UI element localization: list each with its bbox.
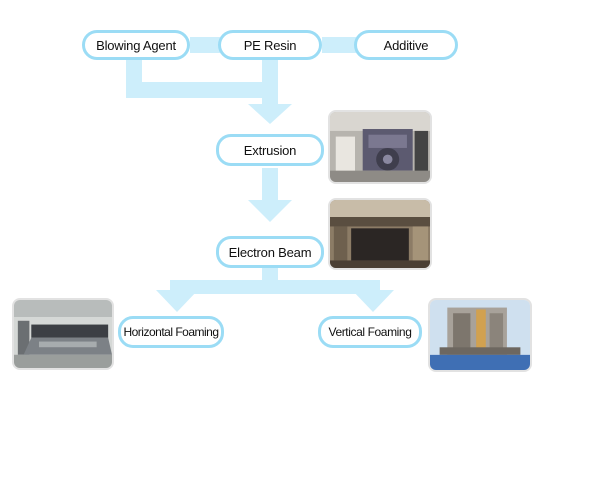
vertical-foaming-tower-photo xyxy=(428,298,532,372)
node-pe-resin: PE Resin xyxy=(218,30,322,60)
node-electron-beam: Electron Beam xyxy=(216,236,324,268)
arrow-to-ebeam-head xyxy=(248,200,292,222)
arrow-to-extrusion-head xyxy=(248,104,292,124)
electron-beam-machine-photo xyxy=(328,198,432,270)
split-right-shaft xyxy=(366,280,380,290)
split-left-shaft xyxy=(170,280,184,290)
node-extrusion: Extrusion xyxy=(216,134,324,166)
resin-down-bar xyxy=(262,60,278,98)
link-blowing-to-resin xyxy=(190,37,220,53)
node-additive: Additive xyxy=(354,30,458,60)
node-blowing-agent: Blowing Agent xyxy=(82,30,190,60)
arrow-to-extrusion-shaft xyxy=(262,96,278,106)
split-horizontal xyxy=(170,280,380,294)
node-horizontal-foaming: Horizontal Foaming xyxy=(118,316,224,348)
split-left-head xyxy=(156,290,198,312)
node-vertical-foaming: Vertical Foaming xyxy=(318,316,422,348)
extrusion-machine-photo xyxy=(328,110,432,184)
link-resin-to-additive xyxy=(322,37,356,53)
arrow-to-ebeam-shaft xyxy=(262,168,278,202)
split-right-head xyxy=(352,290,394,312)
collector-horizontal xyxy=(126,82,278,98)
horizontal-foaming-line-photo xyxy=(12,298,114,370)
